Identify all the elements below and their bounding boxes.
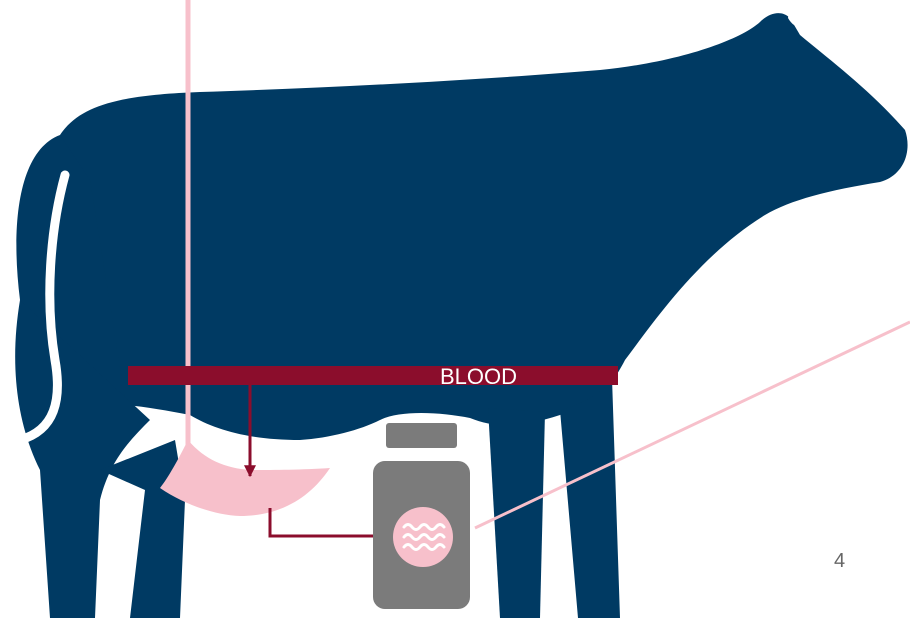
blood-label: BLOOD [440, 364, 517, 389]
page-number: 4 [834, 550, 845, 572]
udder-shape-icon [160, 440, 330, 516]
bottle-cap [386, 423, 457, 448]
milk-bottle-icon [373, 423, 470, 609]
cow-front-leg-left [488, 408, 545, 618]
blood-bar [128, 366, 618, 385]
udder-to-bottle-arrow [270, 508, 385, 536]
cow-back-leg-right [100, 440, 185, 618]
cow-front-leg-right [560, 378, 620, 618]
